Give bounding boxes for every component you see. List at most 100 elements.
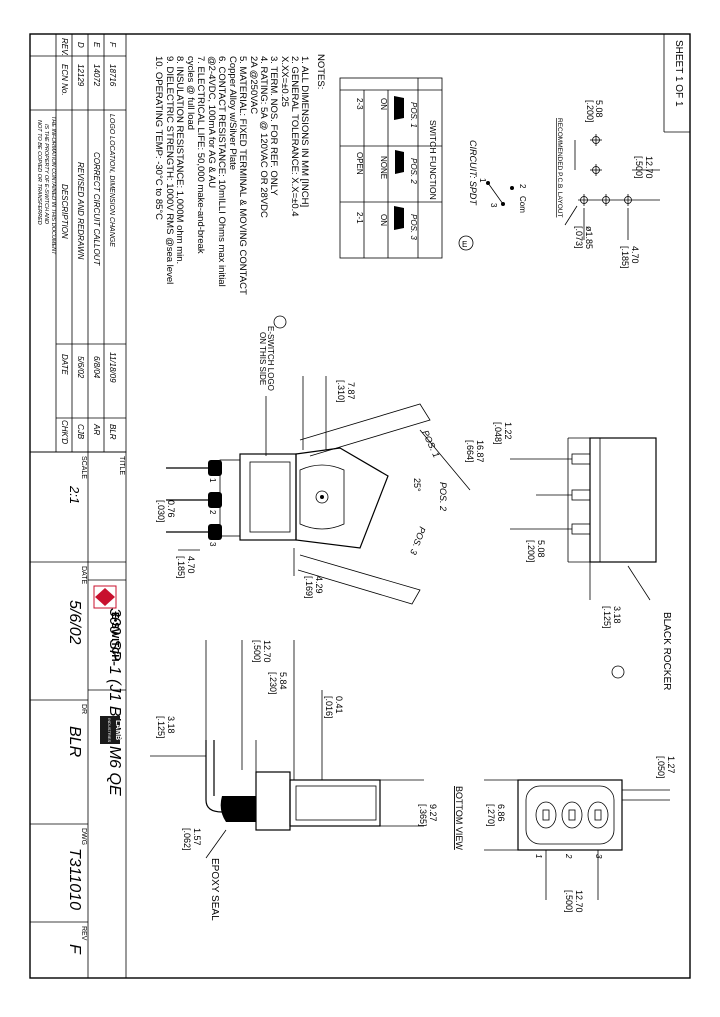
svg-text:[.500]: [.500] bbox=[564, 890, 574, 913]
svg-text:SWITCH FUNCTION: SWITCH FUNCTION bbox=[428, 120, 438, 200]
switch-function-table: SWITCH FUNCTION POS. 1 POS. 2 POS. 3 ON … bbox=[339, 77, 443, 259]
svg-text:12129: 12129 bbox=[76, 64, 85, 87]
svg-text:25°: 25° bbox=[412, 478, 422, 492]
svg-text:5. MATERIAL: FIXED TERMINAL &: 5. MATERIAL: FIXED TERMINAL & MOVING CON… bbox=[237, 56, 248, 295]
svg-text:@2-4VDC, 100mA for AG & AU: @2-4VDC, 100mA for AG & AU bbox=[206, 56, 217, 188]
company-name: E•SWITCH bbox=[109, 612, 120, 662]
svg-text:DWG: DWG bbox=[80, 828, 87, 845]
svg-text:5/6/02: 5/6/02 bbox=[66, 600, 83, 645]
pcb-title: RECOMMENDED P.C.B. LAYOUT bbox=[556, 118, 563, 217]
svg-text:Com: Com bbox=[518, 196, 527, 213]
svg-text:3. TERM. NOS. FOR REF. ONLY: 3. TERM. NOS. FOR REF. ONLY bbox=[268, 56, 279, 196]
svg-text:[.664]: [.664] bbox=[465, 440, 475, 463]
svg-text:BLACK ROCKER: BLACK ROCKER bbox=[661, 612, 672, 690]
svg-text:2: 2 bbox=[208, 510, 217, 515]
svg-text:DATE: DATE bbox=[80, 566, 87, 584]
svg-text:[.125]: [.125] bbox=[602, 606, 612, 629]
svg-text:[.062]: [.062] bbox=[182, 828, 192, 851]
bottom-view: BOTTOM VIEW 1 2 3 1.27 [.050] 6.86 [.270… bbox=[454, 756, 676, 913]
svg-text:INDUSTRIES: INDUSTRIES bbox=[107, 718, 112, 743]
sheet-border bbox=[29, 33, 691, 979]
svg-text:DATE: DATE bbox=[60, 354, 69, 375]
svg-text:EPOXY SEAL: EPOXY SEAL bbox=[209, 858, 220, 921]
svg-text:Copper Alloy w/Silver Plate: Copper Alloy w/Silver Plate bbox=[227, 56, 238, 170]
svg-text:ECN No.: ECN No. bbox=[60, 64, 69, 96]
rocker-pos2-icon bbox=[395, 150, 404, 174]
svg-text:18716: 18716 bbox=[108, 64, 117, 87]
svg-text:2: 2 bbox=[518, 184, 527, 189]
svg-text:12.70: 12.70 bbox=[262, 640, 272, 663]
svg-text:REVISED AND REDRAWN: REVISED AND REDRAWN bbox=[76, 162, 85, 260]
svg-text:12.70: 12.70 bbox=[574, 890, 584, 913]
svg-text:4.29: 4.29 bbox=[314, 576, 324, 594]
svg-text:6.86: 6.86 bbox=[496, 804, 506, 822]
svg-text:X.XX=±0.25: X.XX=±0.25 bbox=[279, 56, 290, 107]
svg-text:[.185]: [.185] bbox=[176, 556, 186, 579]
svg-text:[.310]: [.310] bbox=[336, 380, 346, 403]
svg-text:[.016]: [.016] bbox=[324, 696, 334, 719]
svg-text:F: F bbox=[108, 42, 117, 48]
svg-text:[.230]: [.230] bbox=[268, 672, 278, 695]
svg-text:2-3: 2-3 bbox=[355, 98, 364, 110]
svg-text:POS. 2: POS. 2 bbox=[438, 482, 448, 511]
svg-text:6. CONTACT RESISTANCE: 10mILLI: 6. CONTACT RESISTANCE: 10mILLI Ohms max … bbox=[216, 56, 227, 287]
svg-text:LOGO LOCATION, DIMENSION CHANG: LOGO LOCATION, DIMENSION CHANGE bbox=[108, 114, 115, 247]
svg-text:POS. 3: POS. 3 bbox=[408, 525, 427, 556]
svg-text:1: 1 bbox=[534, 854, 543, 858]
svg-text:cycles @ full load: cycles @ full load bbox=[185, 56, 196, 130]
svg-text:[.050]: [.050] bbox=[656, 756, 666, 779]
svg-text:5.08: 5.08 bbox=[536, 540, 546, 558]
svg-text:10. OPERATING TEMP: -30°C to 8: 10. OPERATING TEMP: -30°C to 85°C bbox=[153, 56, 164, 220]
svg-text:6/8/04: 6/8/04 bbox=[92, 356, 101, 379]
svg-text:11/18/09: 11/18/09 bbox=[108, 352, 117, 383]
svg-text:LAMB: LAMB bbox=[114, 720, 121, 740]
svg-text:T311010: T311010 bbox=[66, 848, 83, 910]
rocker-pos1-icon bbox=[394, 96, 404, 120]
svg-text:[.185]: [.185] bbox=[620, 246, 630, 269]
svg-text:12.70: 12.70 bbox=[644, 156, 654, 179]
svg-text:BOTTOM VIEW: BOTTOM VIEW bbox=[454, 786, 464, 850]
svg-text:7. ELECTRICAL LIFE: 50,000 mak: 7. ELECTRICAL LIFE: 50,000 make-and-brea… bbox=[195, 56, 206, 254]
svg-text:NOT TO BE COPIED OR TRANSFERRE: NOT TO BE COPIED OR TRANSFERRED bbox=[36, 120, 42, 225]
svg-text:[.169]: [.169] bbox=[304, 576, 314, 599]
svg-text:TITLE: TITLE bbox=[118, 456, 125, 475]
svg-text:2A @250VAC: 2A @250VAC bbox=[248, 56, 259, 114]
svg-text:8. INSULATION RESISTANCE: 1,00: 8. INSULATION RESISTANCE: 1,000M ohm min… bbox=[174, 56, 185, 264]
revision-table: REV. ECN No. DESCRIPTION DATE CHK'D F 18… bbox=[29, 33, 127, 453]
svg-text:ø1.85: ø1.85 bbox=[584, 226, 594, 249]
svg-text:POS. 3: POS. 3 bbox=[409, 214, 418, 240]
svg-text:POS. 1: POS. 1 bbox=[420, 429, 441, 460]
svg-text:1.27: 1.27 bbox=[666, 756, 676, 774]
svg-text:[.500]: [.500] bbox=[252, 640, 262, 663]
svg-text:[.500]: [.500] bbox=[634, 156, 644, 179]
svg-text:[.125]: [.125] bbox=[156, 716, 166, 739]
svg-text:2:1: 2:1 bbox=[67, 485, 82, 504]
svg-text:F: F bbox=[66, 944, 83, 955]
side-view: 1 2 3 7.87 [.310] 16.87 [.664] 1.22 [.04… bbox=[156, 315, 513, 605]
svg-text:3.18: 3.18 bbox=[166, 716, 176, 734]
svg-text:3: 3 bbox=[489, 203, 498, 208]
svg-text:1: 1 bbox=[208, 478, 217, 483]
rocker-pos3-icon bbox=[394, 206, 404, 230]
lamb-logo-icon bbox=[100, 716, 120, 744]
svg-text:1. ALL DIMENSIONS IN MM [INCH]: 1. ALL DIMENSIONS IN MM [INCH] bbox=[299, 56, 310, 207]
svg-text:POS. 2: POS. 2 bbox=[409, 158, 418, 184]
svg-text:2. GENERAL TOLERANCE: X.X=±0.4: 2. GENERAL TOLERANCE: X.X=±0.4 bbox=[289, 56, 300, 217]
svg-text:1.57: 1.57 bbox=[192, 828, 202, 846]
title-block: SCALE 2:1 DATE 5/6/02 TITLE 300 SP-1 (J1… bbox=[29, 451, 127, 979]
svg-text:E: E bbox=[462, 240, 467, 249]
svg-text:5/6/02: 5/6/02 bbox=[76, 356, 85, 379]
lower-view: 12.70 [.500] 5.84 [.230] 0.41 [.016] 3.1… bbox=[150, 640, 438, 921]
svg-text:BLR: BLR bbox=[108, 424, 117, 440]
svg-text:3.18: 3.18 bbox=[612, 606, 622, 624]
svg-text:0.41: 0.41 bbox=[334, 696, 344, 714]
svg-text:1.22: 1.22 bbox=[503, 422, 513, 440]
svg-text:4.70: 4.70 bbox=[186, 556, 196, 574]
svg-text:300 SP-1 (J1 BLK) M6 QE: 300 SP-1 (J1 BLK) M6 QE bbox=[106, 608, 123, 796]
svg-text:2: 2 bbox=[564, 853, 573, 859]
svg-text:[.073]: [.073] bbox=[574, 226, 584, 249]
svg-text:DESCRIPTION: DESCRIPTION bbox=[60, 184, 69, 239]
rocker-outline bbox=[295, 447, 389, 549]
svg-text:[.365]: [.365] bbox=[418, 804, 428, 827]
